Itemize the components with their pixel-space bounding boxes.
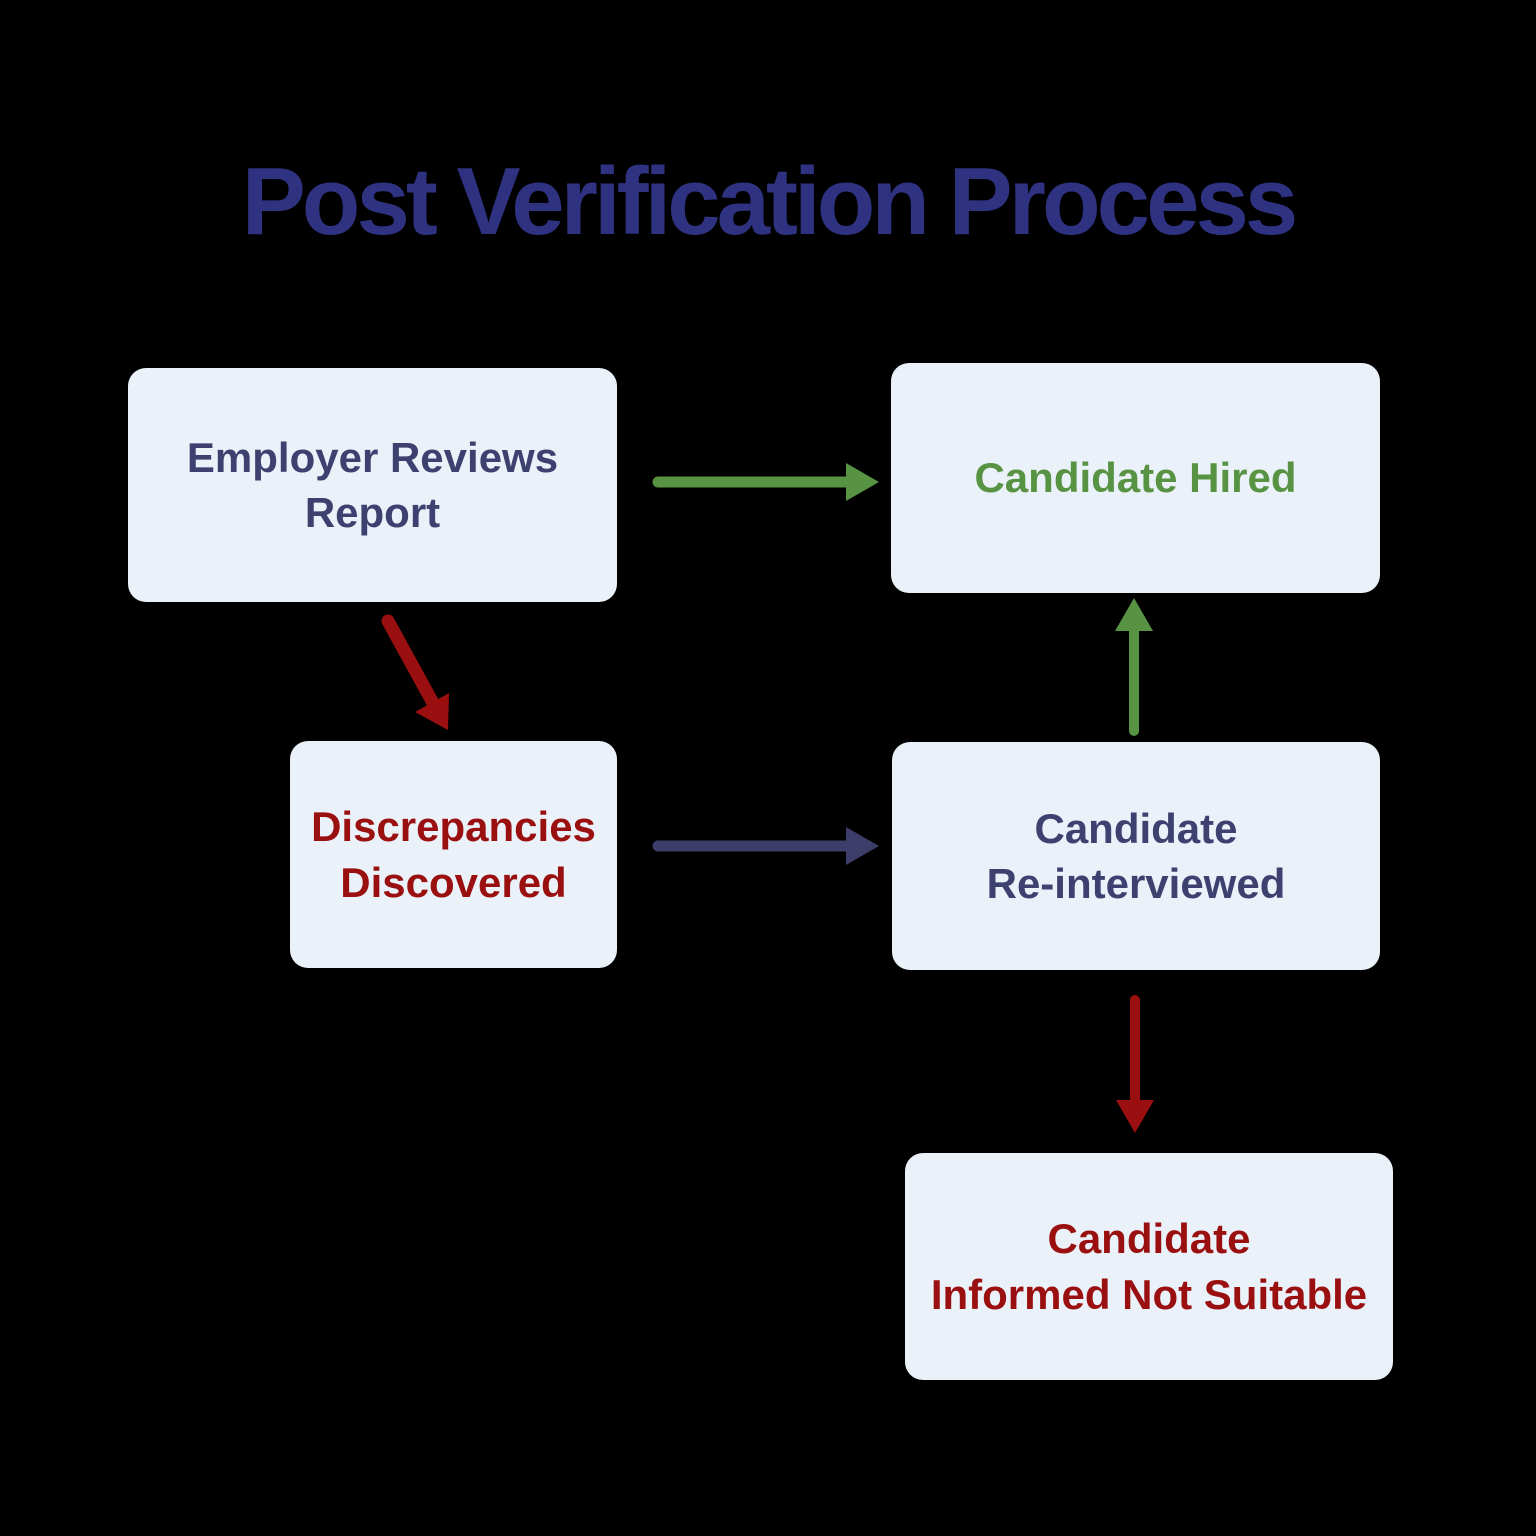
node-label-line: Candidate Hired — [974, 454, 1297, 502]
node-label-line: Employer Reviews — [186, 433, 559, 481]
node-label-line: Informed Not Suitable — [930, 1270, 1368, 1318]
node-employer-reviews-report: Employer Reviews Report — [128, 368, 617, 602]
edge-employer-to-discrepancies-arrow — [381, 614, 449, 730]
edge-employer-to-hired-arrow — [652, 463, 879, 501]
node-label-line: Discovered — [340, 858, 567, 906]
node-label-line: Re-interviewed — [986, 860, 1286, 907]
node-candidate-re-interviewed: Candidate Re-interviewed — [892, 742, 1380, 970]
node-candidate-informed-not-suitable: Candidate Informed Not Suitable — [905, 1153, 1393, 1380]
edge-reinterviewed-to-notsuitable-arrow — [1116, 995, 1154, 1133]
node-candidate-hired: Candidate Hired — [891, 363, 1380, 593]
node-label-line: Candidate — [1034, 804, 1238, 852]
node-label-line: Report — [304, 489, 441, 536]
node-label-line: Candidate — [1047, 1215, 1251, 1263]
diagram-title: Post Verification Process — [241, 148, 1298, 255]
edge-reinterviewed-to-hired-arrow — [1115, 598, 1153, 736]
edge-discrepancies-to-reinterviewed-arrow — [652, 827, 879, 865]
node-label-line: Discrepancies — [311, 803, 596, 851]
node-discrepancies-discovered: Discrepancies Discovered — [290, 741, 617, 968]
